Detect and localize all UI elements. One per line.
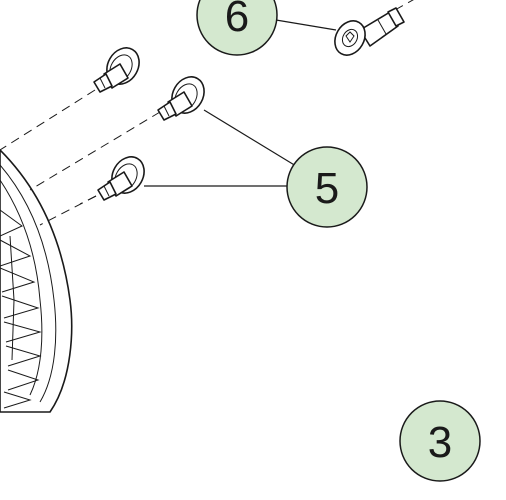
- pin-middle: [157, 76, 205, 121]
- housing-ribs: [0, 209, 42, 409]
- leader-lines: [144, 19, 337, 187]
- torx-screw: [334, 7, 405, 56]
- callout-part-5: 5: [286, 146, 368, 228]
- pin-upper: [93, 47, 140, 93]
- pin-lower: [97, 156, 145, 201]
- housing-part: [0, 149, 73, 413]
- callout-label-6: 6: [225, 0, 249, 41]
- callout-label-3: 3: [428, 418, 452, 467]
- assembly-guide-lines: [0, 0, 414, 226]
- callout-part-6: 6: [196, 0, 278, 56]
- callout-part-3: 3: [399, 400, 481, 482]
- callout-label-5: 5: [315, 164, 339, 213]
